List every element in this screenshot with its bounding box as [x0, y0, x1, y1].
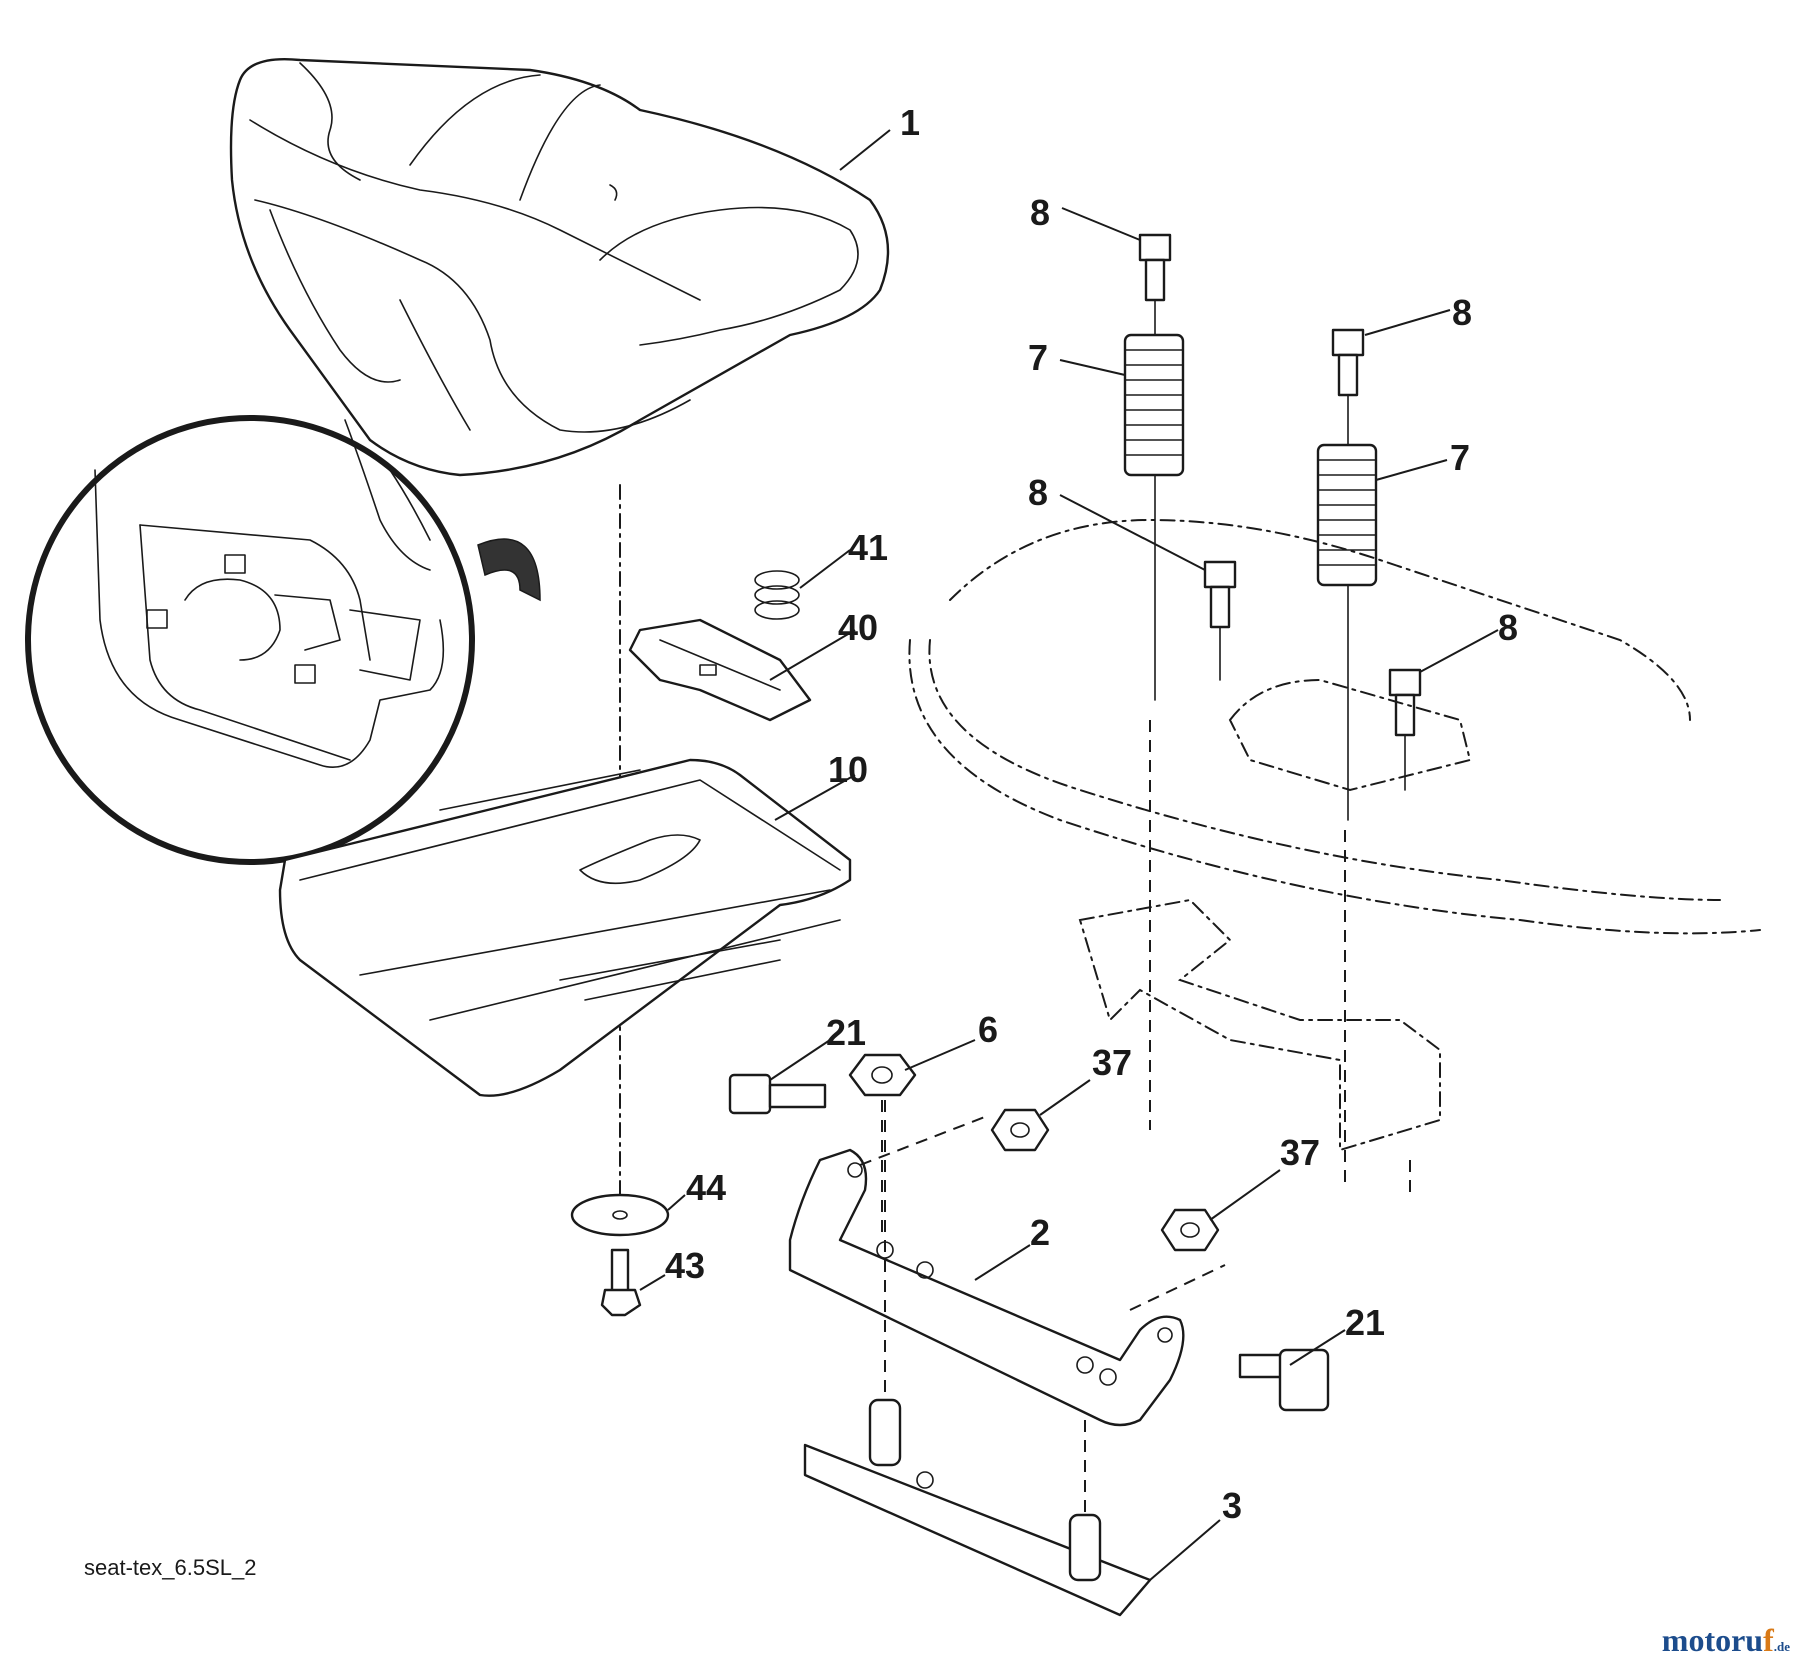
callout-8: 8 [1030, 192, 1050, 233]
clip-part-40 [628, 618, 812, 722]
callout-6: 6 [978, 1009, 998, 1050]
brand-name: motoru [1661, 1622, 1764, 1658]
callout-21: 21 [826, 1012, 866, 1053]
callout-44: 44 [686, 1167, 726, 1208]
bolt-part-8-lower-right [1388, 668, 1422, 737]
callout-43: 43 [665, 1245, 705, 1286]
spring-part-7-right [1316, 443, 1378, 587]
callout-10: 10 [828, 749, 868, 790]
callout-1: 1 [900, 102, 920, 143]
bolt-part-8-top-right [1331, 328, 1365, 397]
rotate-arrow-icon [477, 538, 541, 602]
brand-logo: motoruf.de [1662, 1622, 1790, 1659]
screw-part-43 [600, 1248, 642, 1317]
detail-view-circle [25, 415, 541, 865]
brand-accent: f [1763, 1622, 1774, 1658]
bolt-part-21-right [1238, 1348, 1330, 1412]
stud-right [1068, 1513, 1102, 1582]
callout-37: 37 [1092, 1042, 1132, 1083]
callout-8: 8 [1452, 292, 1472, 333]
nut-part-37-upper [990, 1108, 1050, 1152]
nut-part-6 [848, 1053, 917, 1097]
bolt-part-8-top-left [1138, 233, 1172, 302]
bolt-part-21-left [728, 1073, 827, 1115]
spring-part-41 [754, 570, 800, 620]
seat-part-1 [229, 58, 890, 477]
callout-labels: 1 8 8 7 7 8 8 41 40 10 21 6 37 37 44 43 … [665, 102, 1518, 1526]
callout-2: 2 [1030, 1212, 1050, 1253]
callout-41: 41 [848, 527, 888, 568]
callout-7: 7 [1450, 437, 1470, 478]
callout-8: 8 [1498, 607, 1518, 648]
spring-part-7-left [1123, 333, 1185, 477]
nut-part-37-lower [1160, 1208, 1220, 1252]
bracket-part-2 [788, 1148, 1185, 1427]
callout-3: 3 [1222, 1485, 1242, 1526]
callout-40: 40 [838, 607, 878, 648]
bolt-part-8-mid [1203, 560, 1237, 629]
washer-part-44 [570, 1193, 670, 1237]
callout-21: 21 [1345, 1302, 1385, 1343]
callout-7: 7 [1028, 337, 1048, 378]
leader-lines [639, 129, 1499, 1581]
diagram-caption: seat-tex_6.5SL_2 [84, 1555, 257, 1580]
tractor-frame-dashed [908, 518, 1761, 1200]
brand-tld: .de [1773, 1639, 1790, 1654]
plate-part-3 [803, 1398, 1152, 1617]
stud-left [868, 1398, 902, 1467]
callout-8: 8 [1028, 472, 1048, 513]
callout-37: 37 [1280, 1132, 1320, 1173]
seat-pan-part-10 [278, 758, 852, 1097]
